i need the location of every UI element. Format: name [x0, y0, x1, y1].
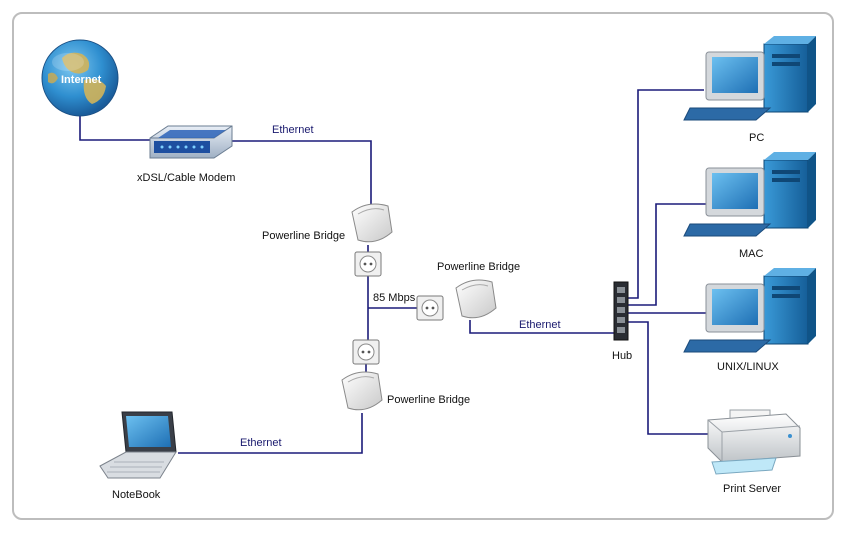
print-server-label: Print Server: [723, 483, 782, 495]
modem-label: xDSL/Cable Modem: [137, 172, 236, 184]
hub-icon: [613, 281, 629, 341]
link-hub-pc: [628, 89, 704, 299]
bridge-bottom-label: Powerline Bridge: [387, 394, 471, 406]
bridge-mid-label: Powerline Bridge: [437, 261, 521, 273]
desktop-computer-icon: [683, 152, 816, 237]
globe-icon: [41, 39, 119, 117]
powerline-adapter-icon: [455, 279, 497, 319]
laptop-icon: [99, 411, 177, 479]
notebook-label: NoteBook: [112, 489, 161, 501]
modem-icon: [149, 125, 233, 159]
link-hub-printer: [628, 321, 708, 435]
desktop-computer-icon: [683, 268, 816, 353]
powerline-adapter-icon: [341, 371, 383, 411]
mac-label: MAC: [739, 248, 764, 260]
bridge-top-label: Powerline Bridge: [262, 230, 346, 242]
wall-outlet-icon: [354, 251, 382, 277]
ethernet-label-hub: Ethernet: [519, 319, 561, 331]
link-modem-bridge-top: [232, 140, 372, 205]
diagram-frame: [12, 12, 834, 520]
pc-label: PC: [749, 132, 765, 144]
wall-outlet-icon: [416, 295, 444, 321]
link-globe-modem: [79, 110, 150, 141]
unix-label: UNIX/LINUX: [717, 361, 779, 373]
link-hub-mac: [628, 203, 706, 306]
ethernet-label-notebook: Ethernet: [240, 437, 282, 449]
desktop-computer-icon: [683, 36, 816, 121]
wall-outlet-icon: [352, 339, 380, 365]
ethernet-label-modem: Ethernet: [272, 124, 314, 136]
internet-label: Internet: [61, 74, 102, 86]
connection-lines: [79, 89, 708, 454]
printer-icon: [707, 409, 801, 475]
link-bridge-mid-hub: [469, 320, 614, 334]
powerline-adapter-icon: [351, 203, 393, 243]
link-bridge-bottom-notebook: [178, 413, 363, 454]
hub-label: Hub: [612, 350, 633, 362]
speed-label: 85 Mbps: [373, 292, 416, 304]
